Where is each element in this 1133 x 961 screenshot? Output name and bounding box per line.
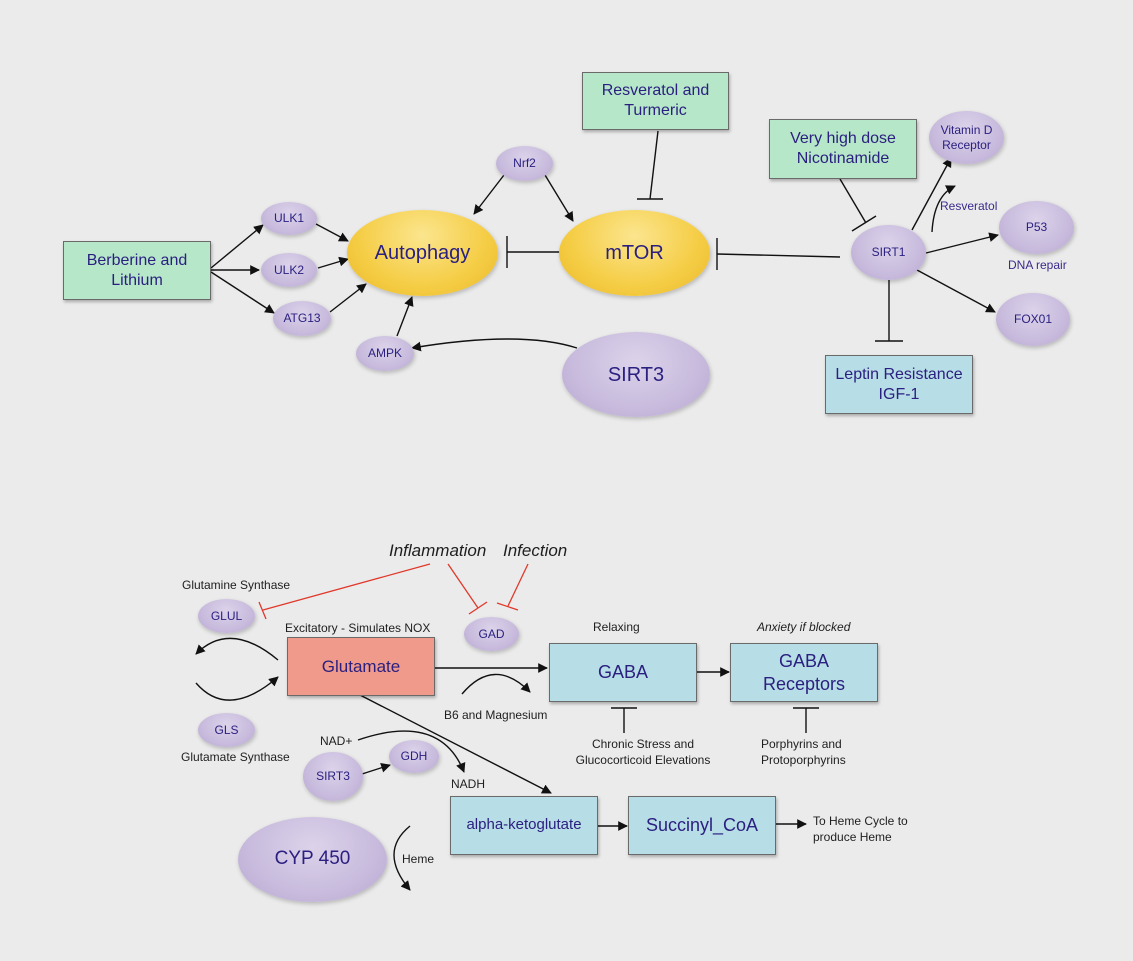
porphyrins-label: Porphyrins and Protoporphyrins <box>761 737 846 767</box>
anxiety-label: Anxiety if blocked <box>757 620 851 634</box>
sirt3-bottom-node: SIRT3 <box>303 752 363 801</box>
glutamate-synthase-label: Glutamate Synthase <box>181 750 290 764</box>
dna-repair-label: DNA repair <box>1008 258 1067 272</box>
nicotinamide-box: Very high dose Nicotinamide <box>769 119 917 179</box>
cyp450-node: CYP 450 <box>238 817 387 902</box>
arrow-glutamate-cycle-down <box>195 676 279 701</box>
p53-node: P53 <box>999 201 1074 254</box>
b6-magnesium-label: B6 and Magnesium <box>444 708 548 722</box>
vitamin-d-node: Vitamin D Receptor <box>929 111 1004 164</box>
arrow-sirt1-fox01 <box>916 269 996 313</box>
arrow-sirt3-ampk <box>411 338 578 352</box>
nad-plus-label: NAD+ <box>320 734 353 748</box>
arrow-glutamate-alphakg <box>359 694 552 794</box>
sirt1-node: SIRT1 <box>851 225 926 280</box>
ampk-node: AMPK <box>356 336 414 371</box>
arrow-sirt1-vitamind <box>911 157 952 231</box>
resveratol-turmeric-box: Resveratol and Turmeric <box>582 72 729 130</box>
chronic-stress-label: Chronic Stress and Glucocorticoid Elevat… <box>575 737 711 767</box>
inhibit-inflammation-gad <box>447 563 479 609</box>
resveratol-label: Resveratol <box>940 199 998 213</box>
arrow-heme-curve <box>393 825 411 891</box>
mtor-node: mTOR <box>559 210 710 296</box>
arrow-ulk1-autophagy <box>315 223 349 242</box>
gad-node: GAD <box>464 617 519 651</box>
arrow-resveratol-curve <box>931 185 956 233</box>
succinyl-coa-box: Succinyl_CoA <box>628 796 776 855</box>
inflammation-label: Inflammation <box>389 541 487 560</box>
gdh-node: GDH <box>389 740 439 773</box>
heme-label: Heme <box>402 852 435 866</box>
glul-node: GLUL <box>198 599 255 633</box>
arrow-nrf2-mtor <box>544 174 574 222</box>
nrf2-node: Nrf2 <box>496 146 553 181</box>
sirt3-top-node: SIRT3 <box>562 332 710 417</box>
gls-node: GLS <box>198 713 255 747</box>
atg13-node: ATG13 <box>273 301 331 336</box>
arrow-sirt1-p53 <box>925 232 999 254</box>
inhibit-sirt1-mtor <box>716 253 841 258</box>
arrow-glutamate-cycle-up <box>195 637 279 661</box>
nadh-label: NADH <box>451 777 486 791</box>
arrow-ulk2-autophagy <box>317 256 349 269</box>
arrow-nad-curve <box>357 730 466 773</box>
relaxing-label: Relaxing <box>593 620 640 634</box>
inhibit-infection-gad <box>507 563 529 607</box>
ulk2-node: ULK2 <box>261 253 317 287</box>
leptin-igf-box: Leptin Resistance IGF-1 <box>825 355 973 414</box>
arrow-nrf2-autophagy <box>473 174 505 215</box>
autophagy-node: Autophagy <box>347 210 498 296</box>
glutamate-box: Glutamate <box>287 637 435 696</box>
ulk1-node: ULK1 <box>261 202 317 235</box>
infection-label: Infection <box>503 541 568 560</box>
arrow-sirt3-gdh <box>361 763 391 775</box>
alpha-ketoglutate-box: alpha-ketoglutate <box>450 796 598 855</box>
arrow-berberine-atg13 <box>210 271 275 314</box>
arrow-berberine-ulk1 <box>210 224 264 269</box>
arrow-ampk-autophagy <box>396 296 414 337</box>
gaba-box: GABA <box>549 643 697 702</box>
excitatory-label: Excitatory - Simulates NOX <box>285 621 431 635</box>
fox01-node: FOX01 <box>996 293 1070 346</box>
gaba-receptors-box: GABA Receptors <box>730 643 878 702</box>
inhibit-nicotinamide-sirt1 <box>839 178 867 224</box>
arrow-b6-curve <box>461 673 531 695</box>
inhibit-inflammation-glul <box>262 563 431 611</box>
inhibit-resveratol-mtor <box>649 130 659 200</box>
to-heme-label: To Heme Cycle to produce Heme <box>813 814 908 844</box>
arrow-atg13-autophagy <box>329 283 367 313</box>
glutamine-synthase-label: Glutamine Synthase <box>182 578 291 592</box>
berberine-lithium-box: Berberine and Lithium <box>63 241 211 300</box>
